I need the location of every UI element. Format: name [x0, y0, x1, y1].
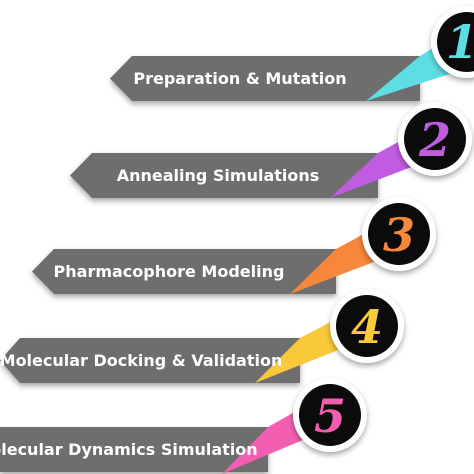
- step-2-number: 2: [418, 113, 451, 167]
- step-5-label: Molecular Dynamics Simulation: [0, 440, 258, 459]
- step-2: Annealing Simulations 2: [70, 102, 472, 198]
- step-1-label: Preparation & Mutation: [133, 69, 346, 88]
- step-3-label: Pharmacophore Modeling: [54, 262, 285, 281]
- step-4-banner: [0, 338, 300, 383]
- step-2-badge: [404, 108, 466, 170]
- step-5-badge: [299, 384, 361, 446]
- step-5: Molecular Dynamics Simulation 5: [0, 378, 367, 474]
- step-1-number: 1: [446, 15, 474, 69]
- step-3: Pharmacophore Modeling 3: [32, 197, 436, 294]
- step-1: Preparation & Mutation 1: [110, 6, 474, 101]
- step-5-banner: [0, 427, 268, 472]
- step-3-number: 3: [383, 208, 415, 262]
- step-4-label: Molecular Docking & Validation: [0, 351, 282, 370]
- step-5-number: 5: [314, 389, 346, 443]
- step-1-badge: [437, 12, 474, 72]
- step-2-label: Annealing Simulations: [117, 166, 320, 185]
- step-1-banner: [110, 56, 420, 101]
- step-3-badge: [368, 203, 430, 265]
- step-4: Molecular Docking & Validation 4: [0, 289, 404, 383]
- step-3-banner: [32, 249, 336, 294]
- step-4-badge: [336, 295, 398, 357]
- step-2-banner: [70, 153, 378, 198]
- step-4-number: 4: [351, 300, 383, 354]
